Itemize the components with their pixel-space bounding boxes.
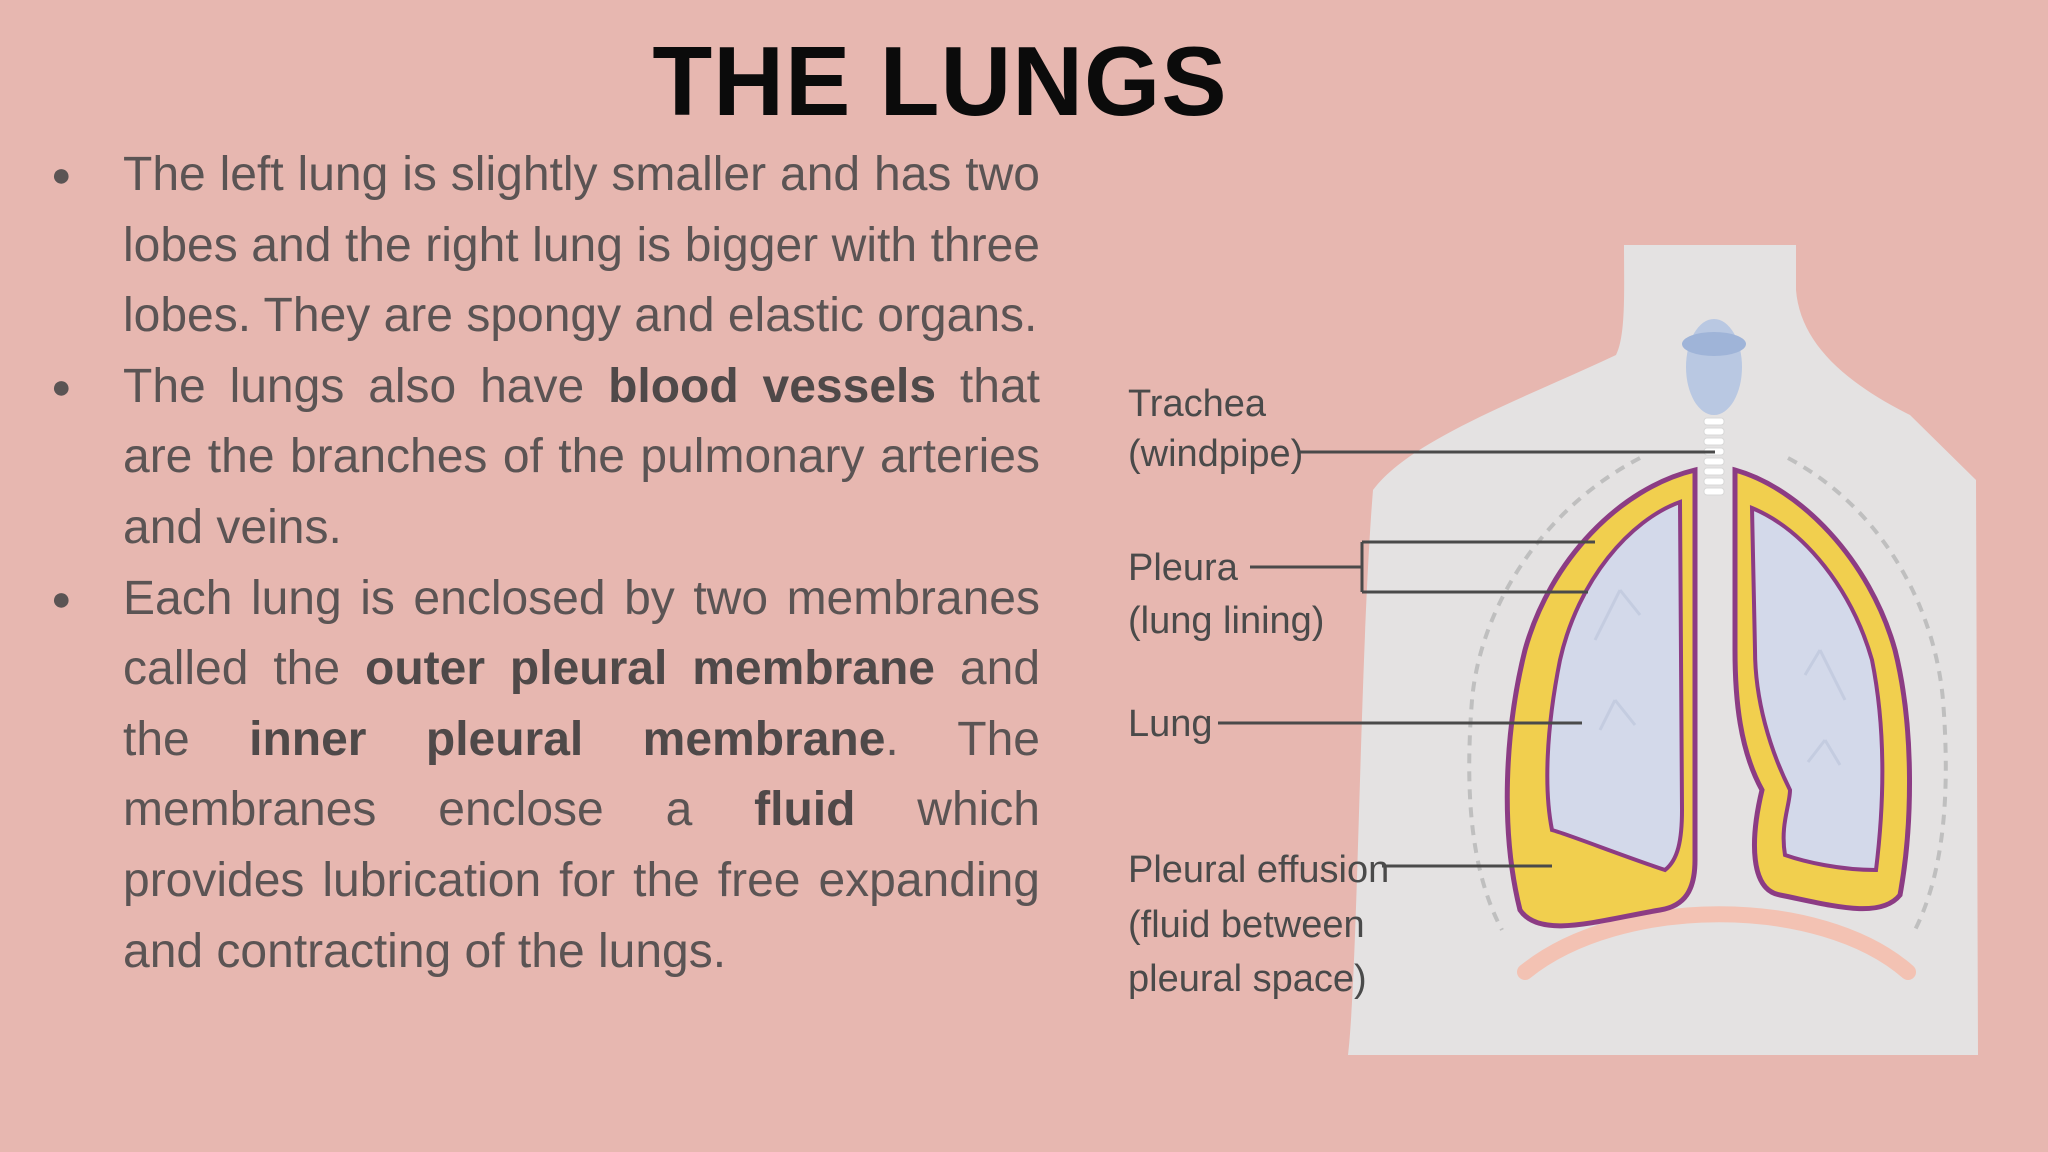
leader-lines xyxy=(1218,450,1715,868)
bullet-text: The left lung is slightly smaller and ha… xyxy=(123,148,1040,343)
right-lung xyxy=(1749,504,1885,873)
label-trachea-sub: (windpipe) xyxy=(1128,433,1303,475)
label-pleura-sub: (lung lining) xyxy=(1128,600,1324,642)
bullet-item: ● The left lung is slightly smaller and h… xyxy=(45,140,1040,352)
bullet-bold-text: fluid xyxy=(754,783,856,837)
bullet-text: . The membranes enclose a xyxy=(123,712,1040,837)
bullet-item: ● The lungs also have blood vessels that … xyxy=(45,352,1040,564)
bullet-bold-text: blood vessels xyxy=(608,359,937,413)
bullet-list: ● The left lung is slightly smaller and h… xyxy=(45,140,1040,987)
bullet-text: that are the branches of the pulmonary a… xyxy=(123,359,1040,554)
bullet-text: which provides lubrication for the free … xyxy=(123,783,1040,978)
label-effusion-sub2: pleural space) xyxy=(1128,958,1367,1000)
left-lung xyxy=(1545,499,1685,873)
bronchi-detail xyxy=(1593,589,1847,766)
diaphragm xyxy=(1517,906,1916,980)
bullet-marker: ● xyxy=(51,579,72,618)
bullet-marker: ● xyxy=(51,367,72,406)
label-effusion: Pleural effusion xyxy=(1128,849,1389,891)
lung-diagram-svg: Trachea (windpipe) Pleura (lung lining) … xyxy=(1128,245,1978,1055)
lung-diagram: Trachea (windpipe) Pleura (lung lining) … xyxy=(1100,230,2000,1070)
rib-cage-right xyxy=(1787,456,1948,931)
bullet-marker: ● xyxy=(51,156,72,194)
bullet-bold-text: inner pleural membrane xyxy=(249,712,886,766)
label-trachea: Trachea xyxy=(1128,383,1267,425)
bullet-bold-text: outer pleural membrane xyxy=(365,642,935,696)
bullet-text: and the xyxy=(123,642,1041,766)
label-lung: Lung xyxy=(1128,703,1213,745)
label-effusion-sub1: (fluid between xyxy=(1128,904,1365,946)
bullet-text: The lungs also have xyxy=(123,359,609,413)
rib-cage-left xyxy=(1467,456,1641,931)
bullet-item: ● Each lung is enclosed by two membranes … xyxy=(45,564,1040,988)
slide-title: THE LUNGS xyxy=(652,26,1228,136)
label-pleura: Pleura xyxy=(1128,547,1239,589)
bullet-text: Each lung is enclosed by two membranes c… xyxy=(123,571,1040,696)
larynx-top xyxy=(1682,332,1746,356)
